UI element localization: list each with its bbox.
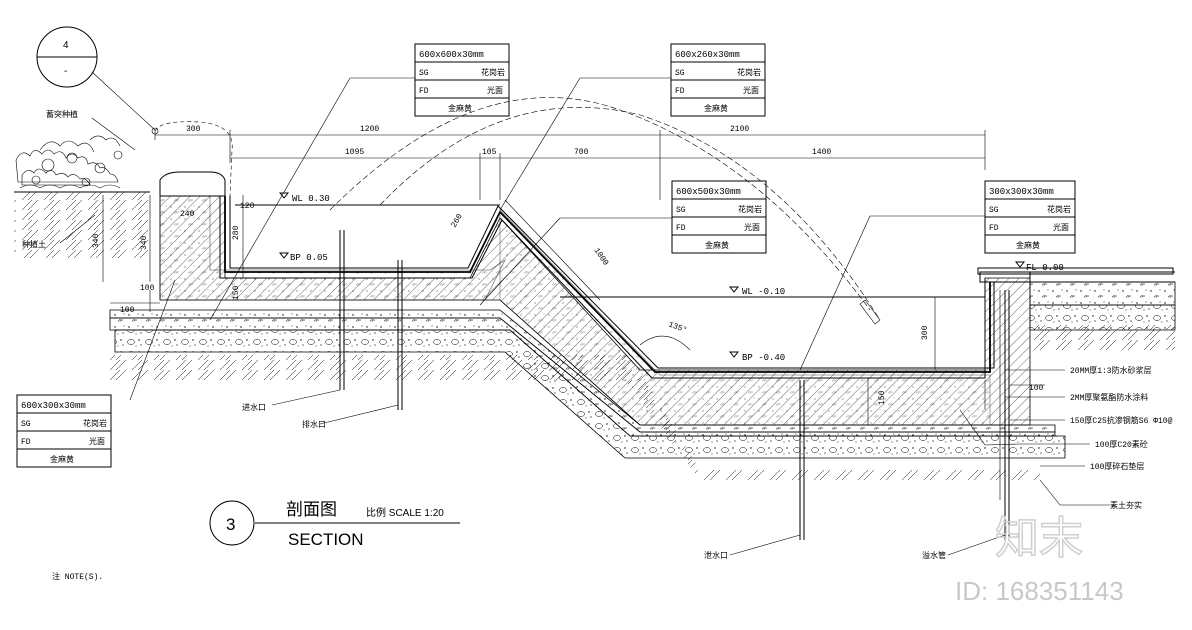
plant-labels: 蓄突种植 种植土 [22,109,136,250]
dim-135-angle: 135° [667,320,688,335]
planting-label: 蓄突种植 [46,109,78,120]
layer-plain-concrete: 100厚C20素砼 [1095,439,1148,450]
table-4-finish: 金麻黄 [1016,240,1040,251]
detail-ref-sheet: - [64,66,67,77]
table-1-fd: FD [419,87,429,96]
table-5-sg: SG [21,420,31,429]
dim-150-left: 150 [232,285,241,300]
table-5-fd: FD [21,438,31,447]
pipe-outlet-label: 泄水口 [704,550,728,561]
table-1-size: 600x600x30mm [419,50,484,60]
pool-structure [159,195,1176,426]
table-leaders [129,77,985,401]
level-bp-005: BP 0.05 [290,253,328,263]
note-label: 注 NOTE(S). [52,571,103,582]
level-bp-m040: BP -0.40 [742,353,785,363]
layer-rc-concrete: 150厚C25抗渗钢筋S6 Φ10@ [1070,415,1173,426]
table-5-sg-val: 花岗岩 [83,418,107,429]
dim-150-right: 150 [878,390,887,405]
detail-ref-bubble: 4 - [36,26,233,197]
table-5-finish: 金麻黄 [50,454,74,465]
material-table-4: 300x300x30mm SG 花岗岩 FD 光面 金麻黄 [984,180,1076,254]
pipe-overflow-label: 溢水管 [922,550,946,561]
dim-240: 240 [180,210,195,219]
drawing-title: 3 剖面图 SECTION 比例 SCALE 1:20 [209,500,460,549]
title-en: SECTION [288,530,364,549]
water-lines [235,204,1175,298]
table-1-finish: 金麻黄 [448,103,472,114]
dim-105: 105 [482,148,497,157]
table-1-sg-val: 花岗岩 [481,67,505,78]
dim-1200: 1200 [360,125,379,134]
level-wl-030: WL 0.30 [292,194,330,204]
layer-gravel: 100厚碎石垫层 [1090,461,1144,472]
shrub-planting-icon [15,135,123,189]
dim-2100: 2100 [730,125,749,134]
dim-100-left: 100 [140,284,155,293]
table-4-fd: FD [989,224,999,233]
layer-waterproof: 2MM厚聚氨酯防水涂料 [1070,392,1148,403]
material-table-3: 600x500x30mm SG 花岗岩 FD 光面 金麻黄 [671,180,767,254]
table-1-fd-val: 光面 [487,85,503,96]
dim-340-outer: 340 [92,233,101,248]
table-3-size: 600x500x30mm [676,187,741,197]
dimension-lines [102,130,1045,425]
dim-300-top: 300 [186,125,201,134]
pipe-inlet-label: 进水口 [242,402,266,413]
table-4-sg: SG [989,206,999,215]
base-layers [109,309,1066,459]
material-table-2: 600x260x30mm SG 花岗岩 FD 光面 金麻黄 [670,43,766,117]
level-fl-000: FL 0.00 [1026,263,1064,273]
dim-1000: 1000 [592,247,611,268]
table-2-fd-val: 光面 [743,85,759,96]
material-table-1: 600x600x30mm SG 花岗岩 FD 光面 金麻黄 [414,43,510,117]
soil-label: 种植土 [22,239,46,250]
table-2-fd: FD [675,87,685,96]
layer-callouts: 20MM厚1:3防水砂浆层 2MM厚聚氨酯防水涂料 150厚C25抗渗钢筋S6 … [959,290,1173,511]
table-4-fd-val: 光面 [1053,222,1069,233]
table-3-fd: FD [676,224,686,233]
dim-260: 260 [450,212,465,229]
title-scale: 比例 SCALE 1:20 [366,506,444,519]
dimension-labels: 300 1200 2100 1095 105 700 1400 340 340 … [92,125,1044,405]
table-2-sg-val: 花岗岩 [737,67,761,78]
dim-100-right: 100 [1029,384,1044,393]
dim-280: 280 [232,225,241,240]
table-4-size: 300x300x30mm [989,187,1054,197]
title-number: 3 [226,515,235,534]
table-2-finish: 金麻黄 [704,103,728,114]
watermark-logo: 知末 [995,514,1083,563]
table-3-fd-val: 光面 [744,222,760,233]
dim-1400: 1400 [812,148,831,157]
table-4-sg-val: 花岗岩 [1047,204,1071,215]
coping-stone-left [159,171,226,197]
watermark-id: ID: 168351143 [955,576,1124,606]
pipes: 进水口 排水口 泄水口 溢水管 [242,230,1010,561]
table-3-sg-val: 花岗岩 [738,204,762,215]
layer-compacted-soil: 素土夯实 [1110,500,1142,511]
table-3-sg: SG [676,206,686,215]
level-wl-m010: WL -0.10 [742,287,785,297]
table-2-size: 600x260x30mm [675,50,740,60]
detail-ref-number: 4 [63,40,69,51]
table-5-size: 600x300x30mm [21,401,86,411]
table-2-sg: SG [675,69,685,78]
watermark: 知末 ID: 168351143 [955,513,1124,606]
dim-100-base: 100 [120,306,135,315]
dim-1095: 1095 [345,148,364,157]
table-5-fd-val: 光面 [89,436,105,447]
title-cn: 剖面图 [286,500,337,519]
table-1-sg: SG [419,69,429,78]
dim-700: 700 [574,148,589,157]
dim-300-right: 300 [921,325,930,340]
dim-120: 120 [240,202,255,211]
layer-mortar: 20MM厚1:3防水砂浆层 [1070,365,1152,376]
dim-340-inner: 340 [140,235,149,250]
pipe-drain-label: 排水口 [302,419,326,430]
material-table-5: 600x300x30mm SG 花岗岩 FD 光面 金麻黄 [16,394,112,468]
table-3-finish: 金麻黄 [705,240,729,251]
